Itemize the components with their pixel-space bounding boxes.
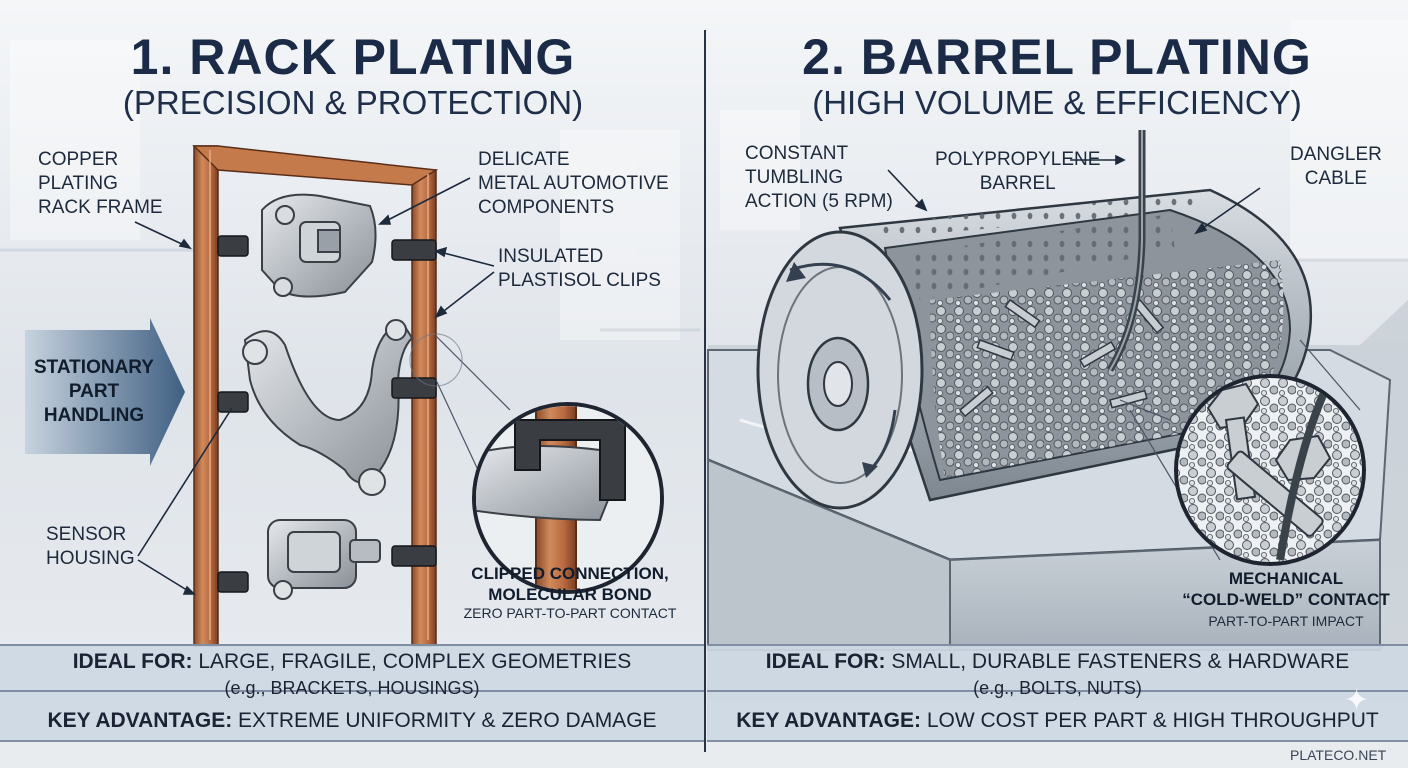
barrel-advantage-text: LOW COST PER PART & HIGH THROUGHPUT	[926, 709, 1379, 732]
barrel-info-band	[707, 644, 1408, 742]
barrel-ideal-label: IDEAL FOR:	[765, 650, 886, 673]
rack-frame-label: COPPER PLATING RACK FRAME	[38, 149, 163, 218]
site-url: PLATECO.NET	[1290, 747, 1387, 763]
barrel-ideal-row: IDEAL FOR: SMALL, DURABLE FASTENERS & HA…	[707, 650, 1408, 674]
clips-label: INSULATED PLASTISOL CLIPS	[498, 246, 661, 291]
zero-contact-note: ZERO PART-TO-PART CONTACT	[463, 605, 677, 621]
barrel-title: 2. BARREL PLATING	[802, 29, 1312, 85]
cold-weld-callout: MECHANICAL “COLD-WELD” CONTACT	[1182, 569, 1390, 609]
rack-ideal-row: IDEAL FOR: LARGE, FRAGILE, COMPLEX GEOME…	[0, 650, 704, 674]
rack-advantage-label: KEY ADVANTAGE:	[47, 709, 233, 732]
dangler-cable-label: DANGLER CABLE	[1290, 144, 1382, 189]
polypropylene-barrel-label: POLYPROPYLENE BARREL	[935, 149, 1101, 194]
components-label: DELICATE METAL AUTOMOTIVE COMPONENTS	[478, 149, 669, 218]
sensor-housing-label: SENSOR HOUSING	[46, 524, 135, 569]
barrel-ideal-text: SMALL, DURABLE FASTENERS & HARDWARE	[891, 650, 1350, 673]
stationary-handling-label: STATIONARY PART HANDLING	[34, 357, 154, 426]
clipped-connection-callout: CLIPPED CONNECTION, MOLECULAR BOND	[471, 564, 669, 604]
rack-subtitle: (PRECISION & PROTECTION)	[122, 84, 584, 121]
sparkle-icon: ✦	[1344, 684, 1370, 717]
barrel-subtitle: (HIGH VOLUME & EFFICIENCY)	[812, 84, 1302, 121]
rack-info-band	[0, 644, 704, 742]
rack-ideal-text: LARGE, FRAGILE, COMPLEX GEOMETRIES	[198, 650, 632, 673]
rack-ideal-label: IDEAL FOR:	[72, 650, 193, 673]
barrel-advantage-row: KEY ADVANTAGE: LOW COST PER PART & HIGH …	[707, 709, 1408, 733]
barrel-advantage-label: KEY ADVANTAGE:	[736, 709, 921, 732]
rack-advantage-row: KEY ADVANTAGE: EXTREME UNIFORMITY & ZERO…	[0, 709, 704, 733]
rack-ideal-example: (e.g., BRACKETS, HOUSINGS)	[224, 678, 480, 698]
rack-title: 1. RACK PLATING	[130, 29, 576, 85]
tumbling-action-label: CONSTANT TUMBLING ACTION (5 RPM)	[745, 143, 893, 212]
barrel-ideal-example: (e.g., BOLTS, NUTS)	[973, 678, 1142, 698]
rack-advantage-text: EXTREME UNIFORMITY & ZERO DAMAGE	[238, 709, 657, 732]
part-impact-note: PART-TO-PART IMPACT	[1208, 613, 1364, 629]
